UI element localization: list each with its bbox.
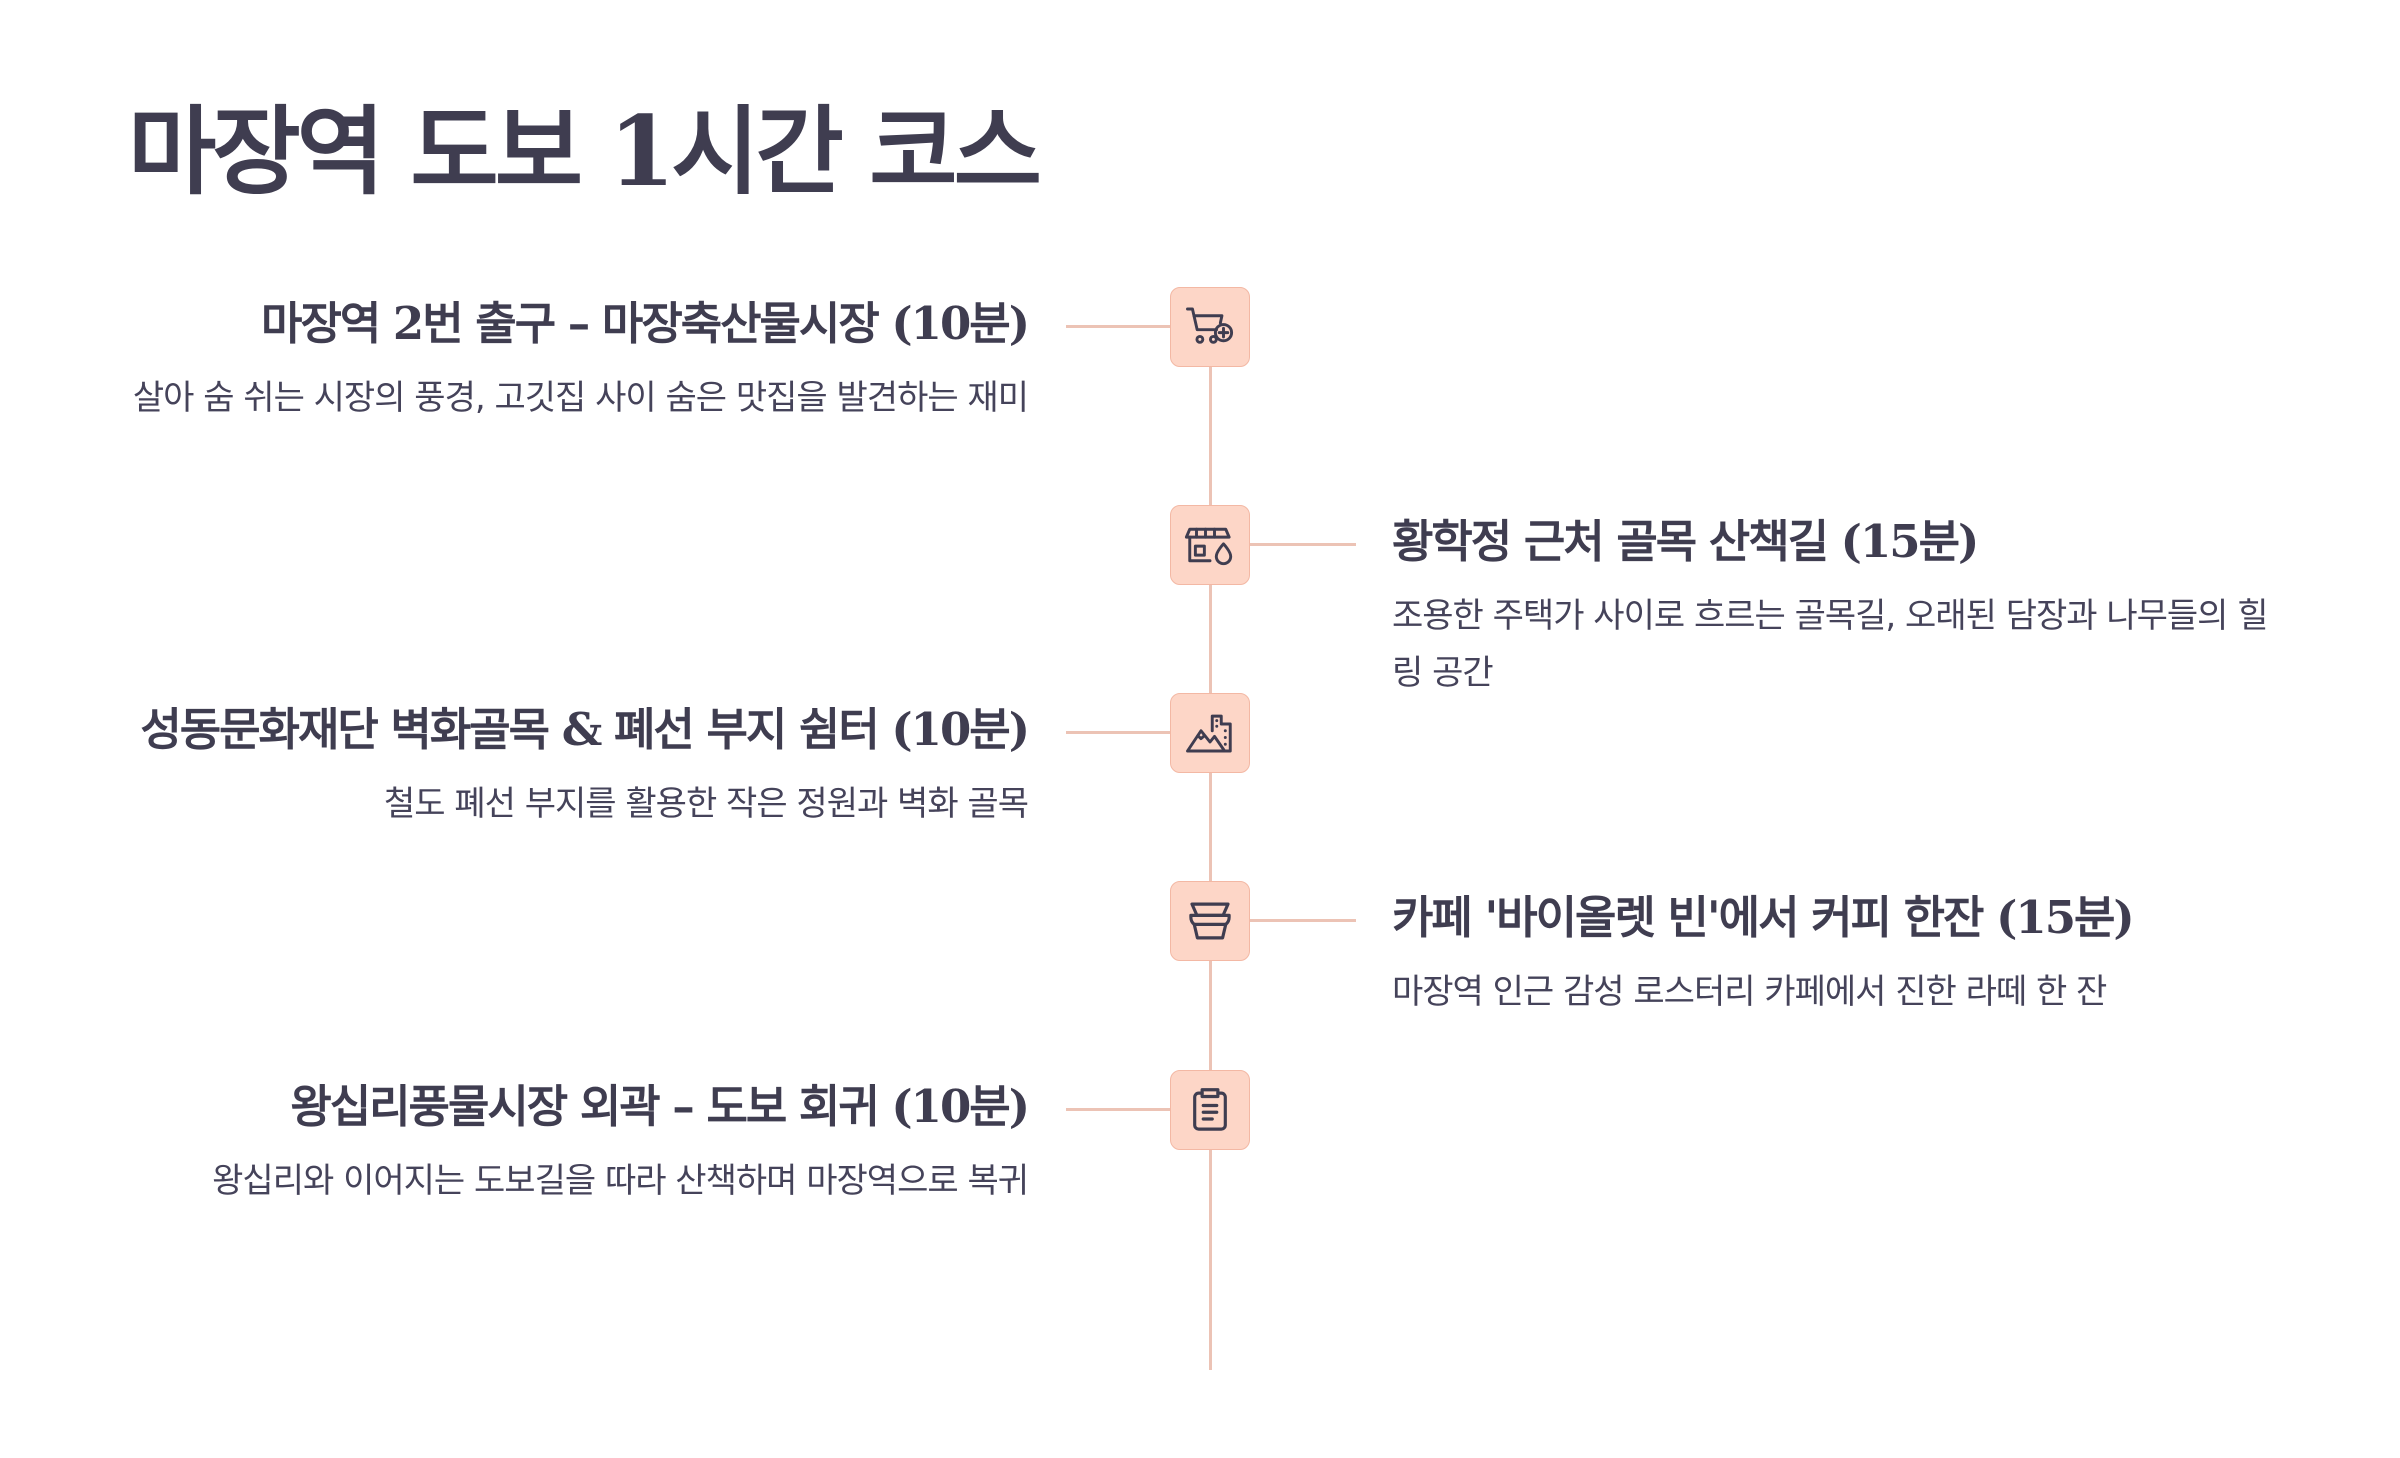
connector-line	[1066, 1108, 1170, 1111]
timeline-line	[1209, 330, 1212, 1370]
page-title: 마장역 도보 1시간 코스	[128, 95, 1042, 208]
stop-title: 성동문화재단 벽화골목 & 폐선 부지 쉼터 (10분)	[140, 703, 1030, 756]
mountain-city-icon	[1170, 693, 1250, 773]
clipboard-list-icon	[1170, 1070, 1250, 1150]
stop-title: 카페 '바이올렛 빈'에서 커피 한잔 (15분)	[1392, 891, 2135, 944]
stop-3: 성동문화재단 벽화골목 & 폐선 부지 쉼터 (10분) 철도 폐선 부지를 활…	[128, 700, 1030, 833]
stop-description: 마장역 인근 감성 로스터리 카페에서 진한 라떼 한 잔	[1392, 972, 2107, 1012]
connector-line	[1250, 919, 1356, 922]
connector-line	[1066, 325, 1170, 328]
stop-title: 황학정 근처 골목 산책길 (15분)	[1392, 515, 1979, 568]
stop-1: 마장역 2번 출구 – 마장축산물시장 (10분) 살아 숨 쉬는 시장의 풍경…	[128, 294, 1030, 427]
stop-description: 살아 숨 쉬는 시장의 풍경, 고깃집 사이 숨은 맛집을 발견하는 재미	[132, 378, 1029, 418]
stop-description: 조용한 주택가 사이로 흐르는 골목길, 오래된 담장과 나무들의 힐링 공간	[1392, 596, 2269, 693]
connector-line	[1250, 543, 1356, 546]
stop-2: 황학정 근처 골목 산책길 (15분) 조용한 주택가 사이로 흐르는 골목길,…	[1392, 512, 2282, 702]
stop-4: 카페 '바이올렛 빈'에서 커피 한잔 (15분) 마장역 인근 감성 로스터리…	[1392, 888, 2282, 1021]
stop-title: 마장역 2번 출구 – 마장축산물시장 (10분)	[261, 297, 1030, 350]
stop-5: 왕십리풍물시장 외곽 – 도보 회귀 (10분) 왕십리와 이어지는 도보길을 …	[128, 1077, 1030, 1210]
shopping-cart-plus-icon	[1170, 287, 1250, 367]
coffee-cup-icon	[1170, 881, 1250, 961]
stop-title: 왕십리풍물시장 외곽 – 도보 회귀 (10분)	[290, 1080, 1030, 1133]
stop-description: 철도 폐선 부지를 활용한 작은 정원과 벽화 골목	[384, 784, 1029, 824]
connector-line	[1066, 731, 1170, 734]
stop-description: 왕십리와 이어지는 도보길을 따라 산책하며 마장역으로 복귀	[212, 1161, 1029, 1201]
shop-water-drop-icon	[1170, 505, 1250, 585]
